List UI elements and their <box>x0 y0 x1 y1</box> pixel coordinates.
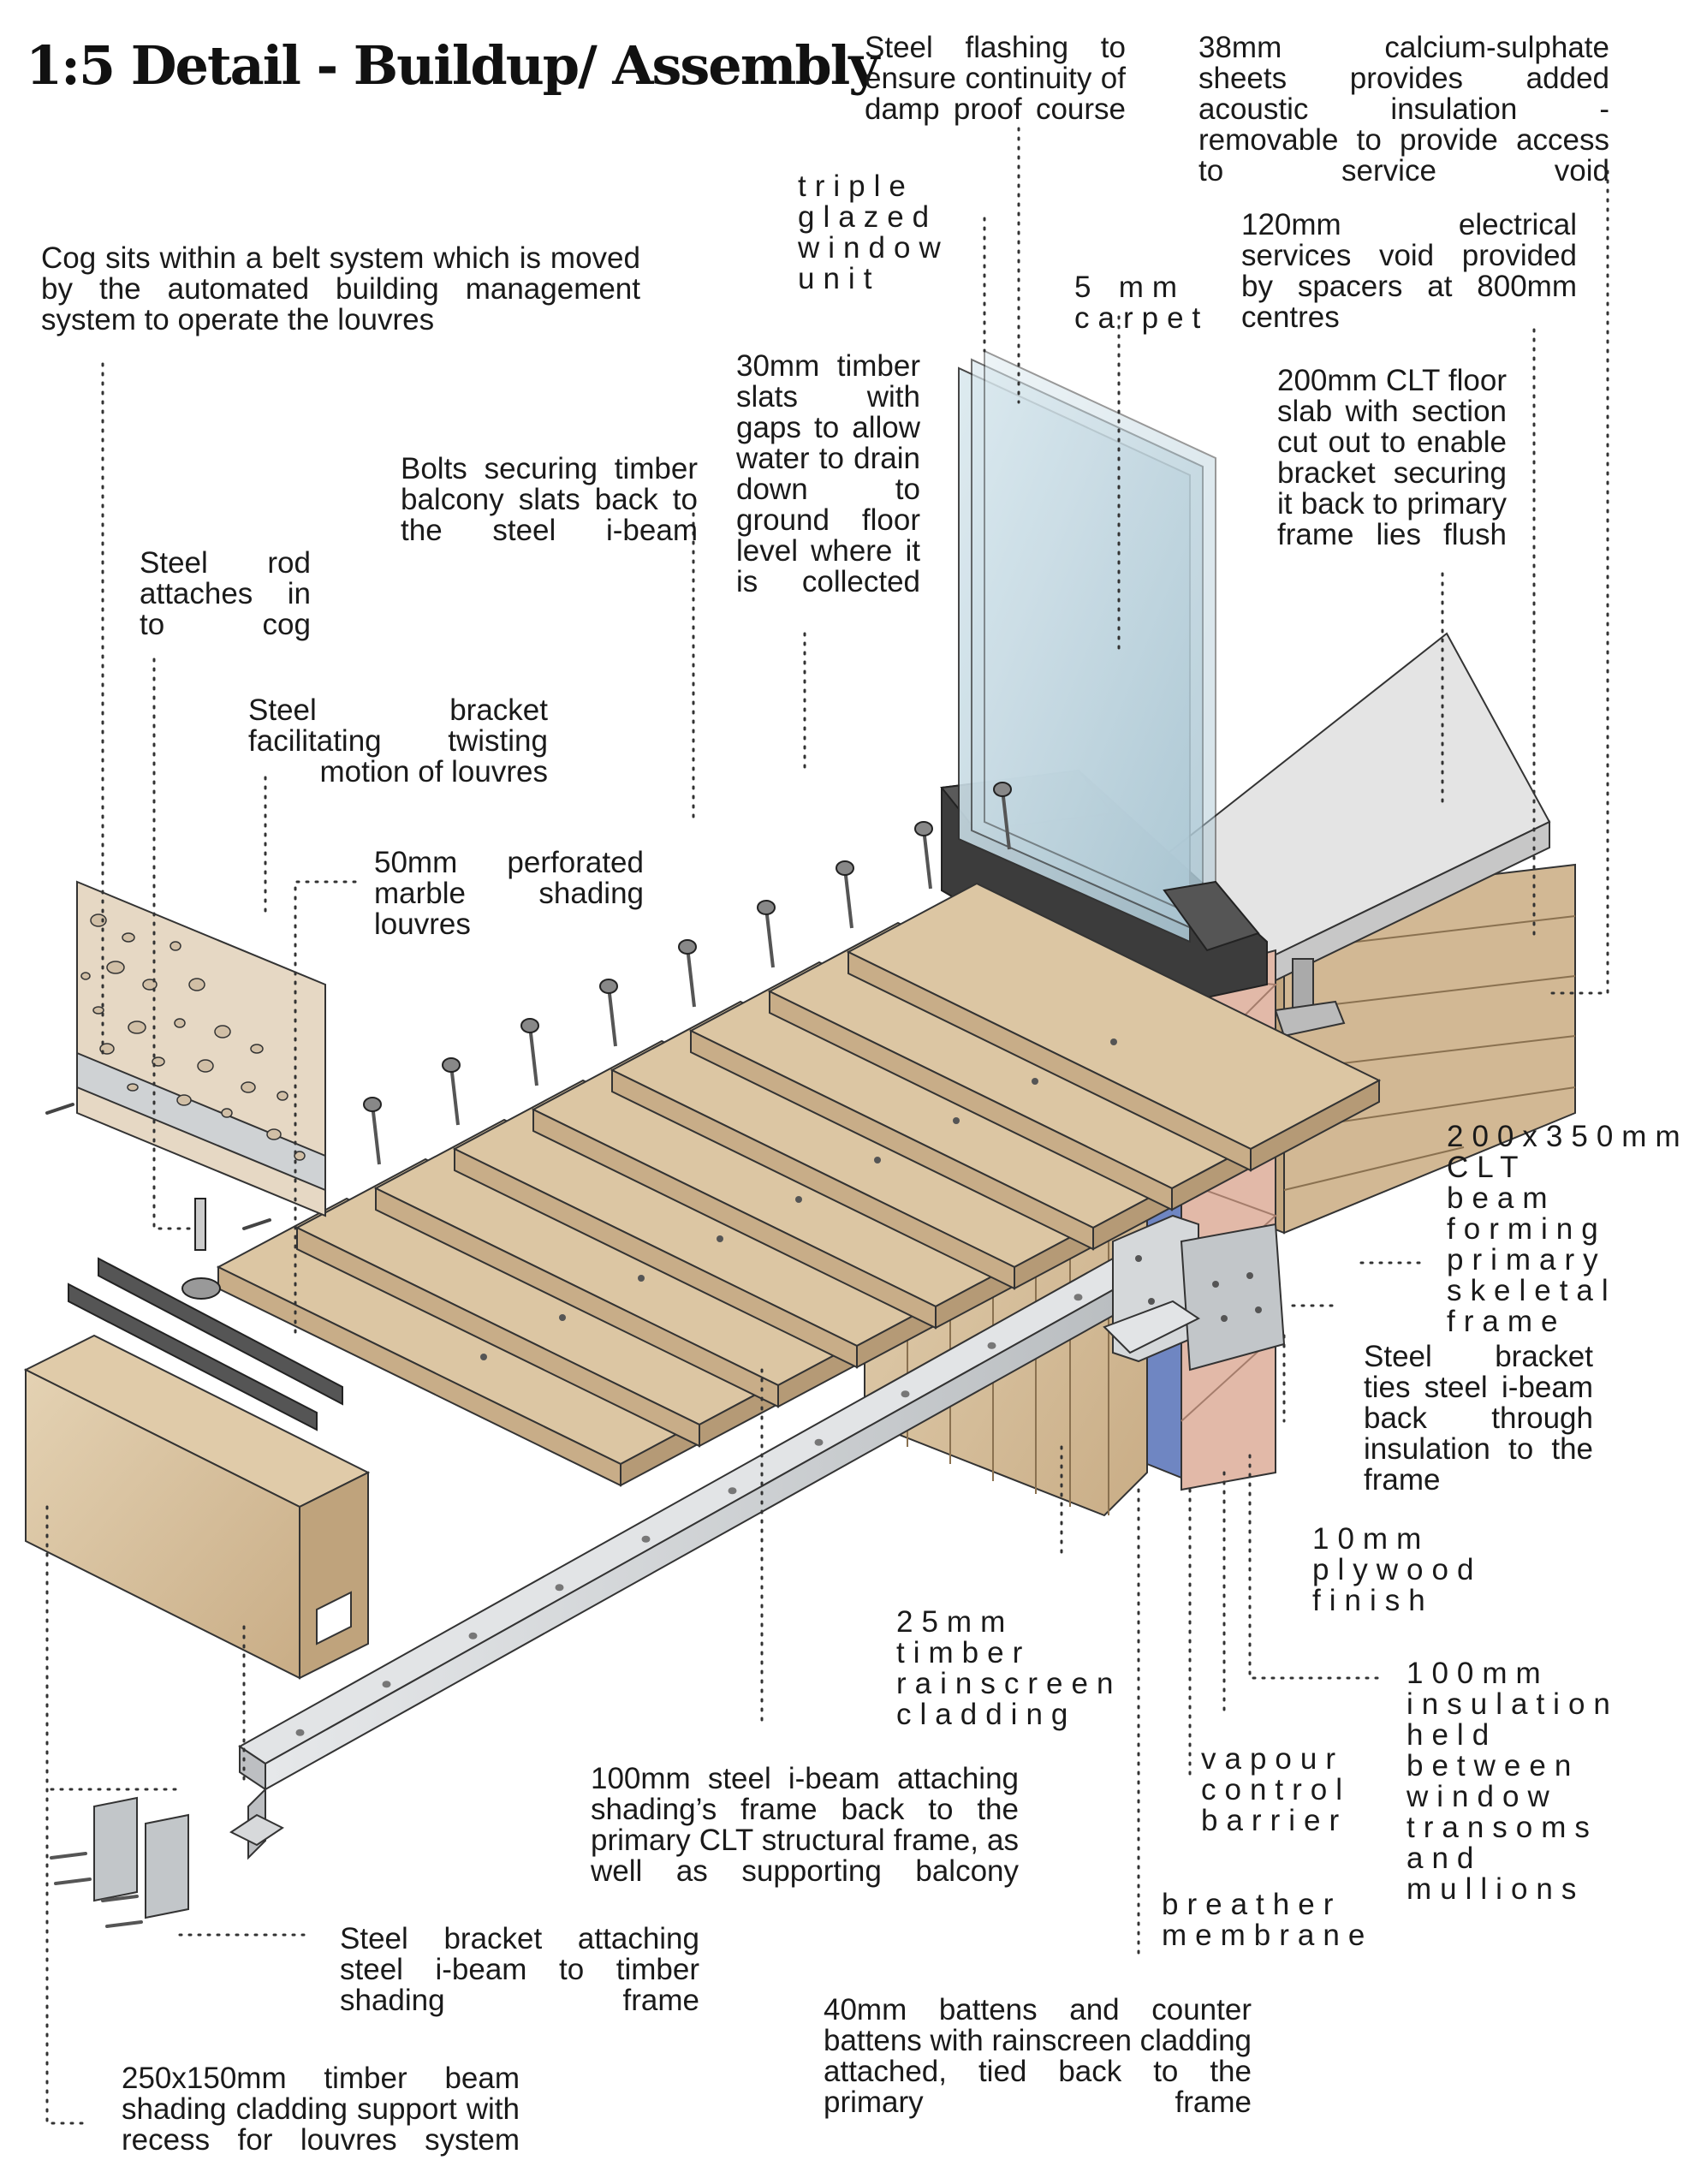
marble-louvre-panel <box>76 880 326 1217</box>
louvre-perforation <box>174 1018 186 1028</box>
bolt <box>442 1057 461 1126</box>
louvre-perforation <box>221 1108 233 1118</box>
louvre-perforation <box>106 961 125 974</box>
louvre-perforation <box>92 1006 104 1015</box>
label-steel-rod: Steel rod attaches in to cog <box>140 546 311 641</box>
label-timber-beam: 250x150mm timber beam shading cladding s… <box>122 2062 520 2157</box>
louvre-perforation <box>266 1128 282 1140</box>
beam-hole <box>728 1487 737 1495</box>
label-carpet: 5 mm carpet <box>1074 271 1210 335</box>
louvre-perforation <box>214 1025 231 1038</box>
bolt <box>363 1097 382 1165</box>
slat-bolts <box>363 782 1012 1165</box>
louvre-perforation <box>241 1081 256 1093</box>
beam-hole <box>468 1632 478 1639</box>
louvre-perforation <box>127 1083 139 1092</box>
bolt <box>993 782 1012 850</box>
beam-hole <box>901 1390 910 1398</box>
i-beam-end-brackets <box>50 1796 189 1928</box>
label-electrical-void: 120mm electrical services void provided … <box>1241 208 1577 334</box>
assembly-diagram: 1:5 Detail - Buildup/ Assembly Steel fla… <box>23 31 1689 2157</box>
bolt <box>678 939 697 1008</box>
label-breather: breather membrane <box>1162 1888 1374 1952</box>
bolt <box>599 979 618 1047</box>
label-rainscreen: 25mm timber rainscreen cladding <box>896 1605 1122 1731</box>
bolt <box>757 900 776 968</box>
louvre-perforation <box>122 932 135 943</box>
label-clt-slab: 200mm CLT floor slab with section cut ou… <box>1277 364 1507 551</box>
louvre-perforation <box>128 1021 146 1034</box>
beam-hole <box>295 1729 305 1736</box>
louvre-perforation <box>250 1044 264 1054</box>
louvre-belt-system <box>68 1198 343 1431</box>
timber-shading-beam <box>23 1334 371 1680</box>
label-plywood: 10mm plywood finish <box>1312 1522 1483 1617</box>
label-timber-slats: 30mm timber slats with gaps to allow wat… <box>736 349 920 598</box>
label-clt-beam: 200x350mm CLT beam forming primary skele… <box>1447 1120 1689 1338</box>
louvre-perforation <box>152 1056 165 1067</box>
label-vapour: vapour control barrier <box>1201 1742 1352 1837</box>
beam-hole <box>987 1342 996 1349</box>
window-unit <box>940 349 1268 1012</box>
louvre-perforation <box>277 1091 288 1101</box>
floor-slab <box>1163 632 1551 1038</box>
page-title: 1:5 Detail - Buildup/ Assembly <box>26 34 879 97</box>
slat-board <box>846 882 1382 1172</box>
label-bolts: Bolts securing timber balcony slats back… <box>401 452 698 547</box>
wall-steel-brackets <box>1103 1214 1286 1372</box>
label-steel-bracket-twist: Steel bracket facilitating twisting moti… <box>248 693 548 789</box>
louvre-perforation <box>294 1151 306 1161</box>
louvre-perforation <box>80 972 91 980</box>
label-calcium-sulphate: 38mm calcium-sulphate sheets provides ad… <box>1198 31 1609 187</box>
louvre-perforation <box>197 1059 214 1073</box>
louvre-perforation <box>176 1094 192 1106</box>
beam-hole <box>382 1681 391 1688</box>
beam-hole <box>555 1584 564 1592</box>
bolt <box>836 860 854 929</box>
louvre-perforation <box>90 913 107 927</box>
beam-hole <box>814 1438 824 1446</box>
assembly-drawing <box>23 127 1609 2125</box>
beam-hole <box>1073 1294 1083 1301</box>
bolt <box>914 821 933 890</box>
label-marble-louvres: 50mm perforated marble shading louvres <box>374 846 644 941</box>
label-insulation: 100mm insulation held between window tra… <box>1407 1657 1619 1906</box>
leader-lines <box>45 127 1609 2125</box>
bolt <box>520 1018 539 1086</box>
label-bracket-attach: Steel bracket attaching steel i-beam to … <box>340 1922 699 2017</box>
label-steel-flashing: Steel flashing to ensure continuity of d… <box>865 31 1126 126</box>
steel-i-beam <box>229 1257 1140 1860</box>
balcony-slats <box>216 882 1382 1487</box>
louvre-screws <box>45 1103 271 1230</box>
label-ibeam: 100mm steel i-beam attaching shading’s f… <box>591 1762 1019 1888</box>
label-triple-glazed: triple glazed window unit <box>798 170 949 295</box>
louvre-perforation <box>169 941 181 951</box>
label-bracket-ties: Steel bracket ties steel i-beam back thr… <box>1364 1340 1593 1497</box>
louvre-perforation <box>188 978 205 991</box>
label-battens: 40mm battens and counter battens with ra… <box>824 1993 1252 2119</box>
beam-hole <box>641 1535 651 1543</box>
label-cog-belt: Cog sits within a belt system which is m… <box>41 241 640 336</box>
